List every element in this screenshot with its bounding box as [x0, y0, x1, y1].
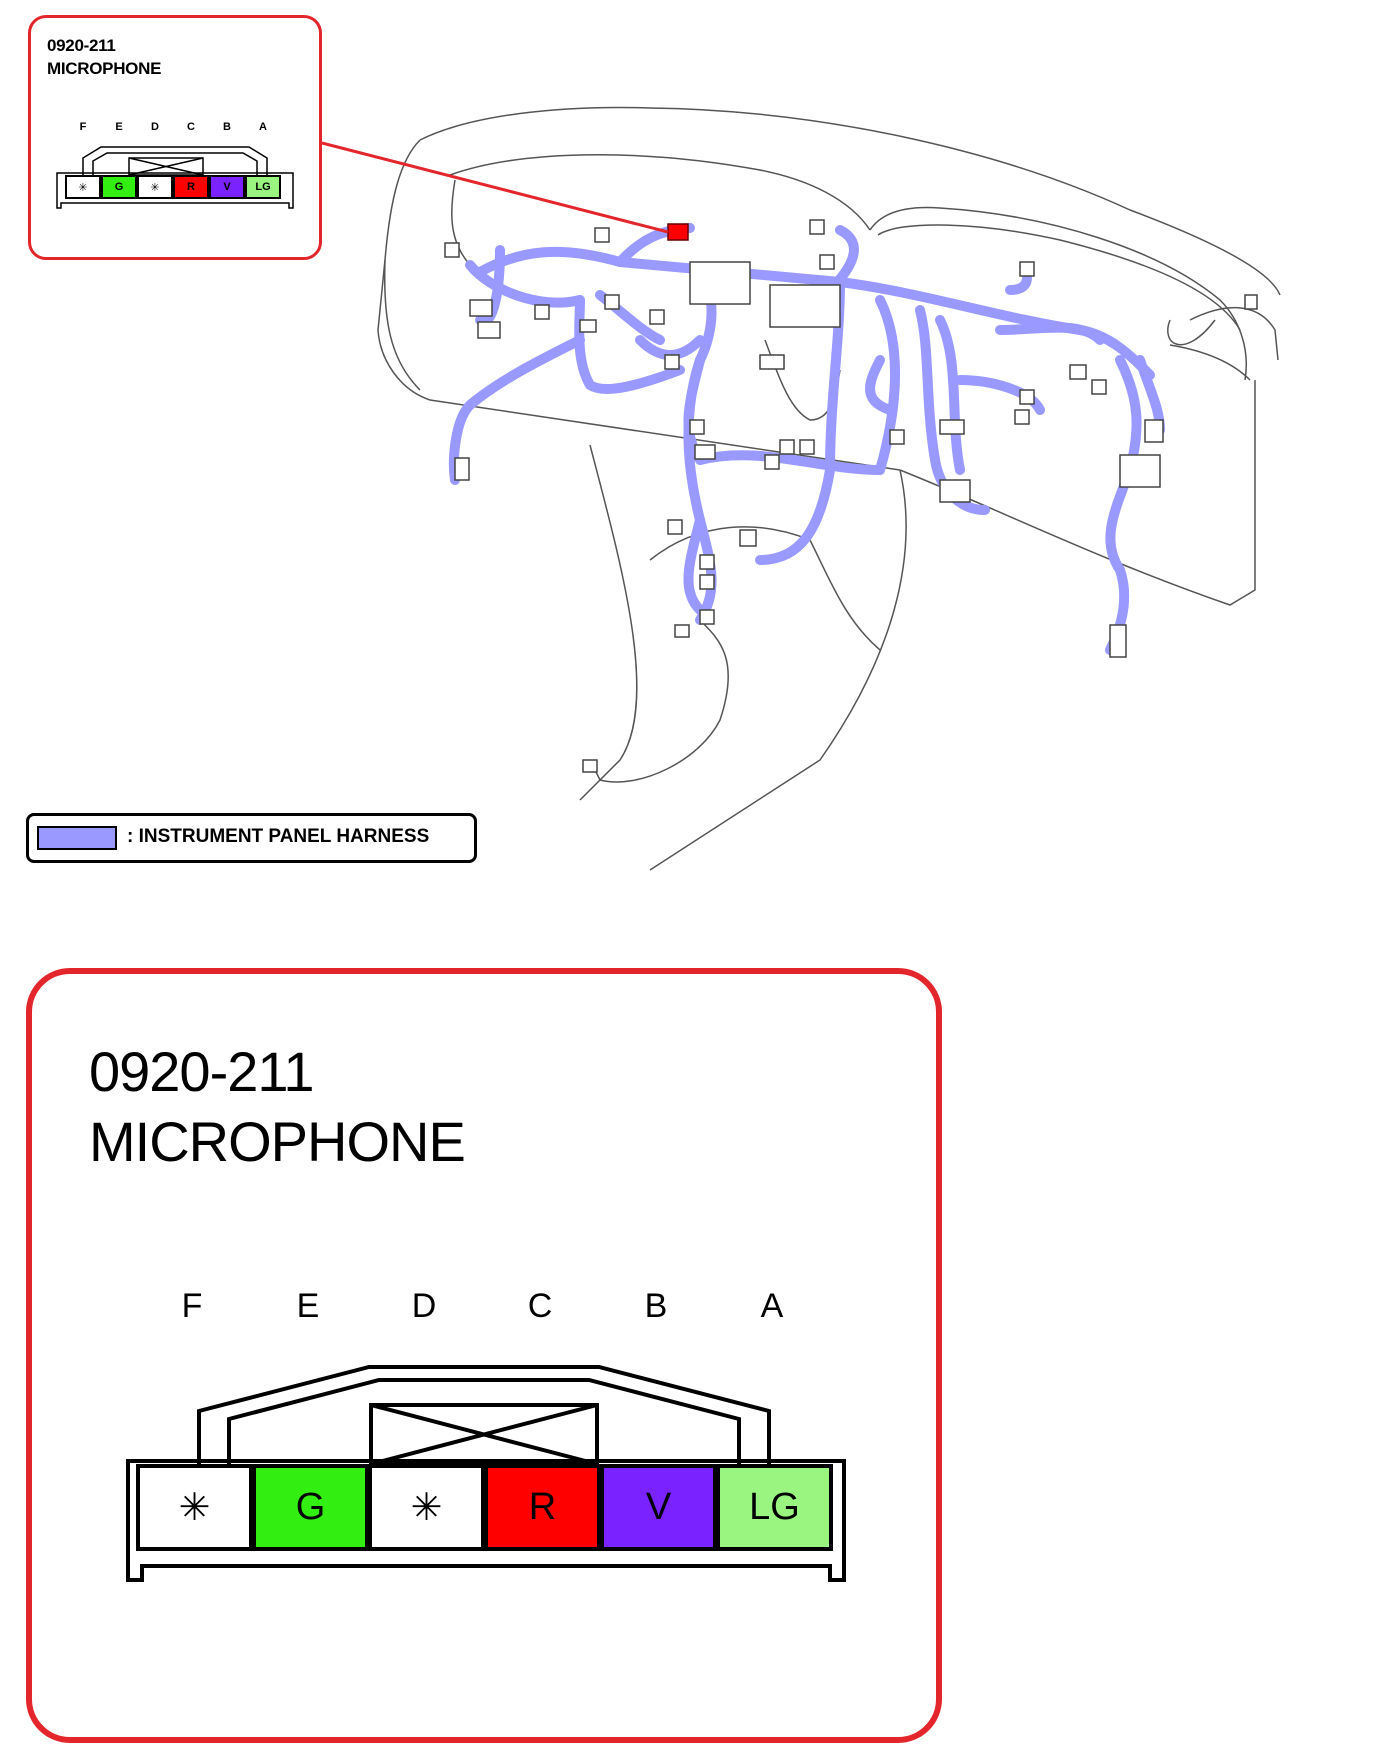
- pin-letter-c-large: C: [527, 1287, 553, 1325]
- pin-b-cell-large: V: [600, 1464, 717, 1551]
- connector-housing-small: [56, 146, 294, 209]
- legend-label: : INSTRUMENT PANEL HARNESS: [127, 826, 430, 847]
- pin-letter-d-large: D: [411, 1287, 437, 1325]
- callout-leader-line: [321, 141, 669, 234]
- pin-letter-f: F: [79, 121, 87, 133]
- pin-letter-b: B: [223, 121, 231, 133]
- connector-code: 0920-211: [47, 36, 116, 55]
- pin-d-cell-large: ✳: [368, 1464, 485, 1551]
- harness-connectors: [444, 219, 1258, 773]
- connector-callout-large: 0920-211 MICROPHONE F E D C B A ✳ G ✳ R …: [26, 968, 942, 1743]
- pin-letter-c: C: [187, 121, 195, 133]
- pin-f-cell: ✳: [65, 175, 101, 199]
- pin-f-cell-large: ✳: [136, 1464, 253, 1551]
- auxiliary-wiring: [589, 319, 1216, 783]
- connector-name: MICROPHONE: [47, 59, 162, 78]
- pin-letter-a-large: A: [760, 1287, 784, 1325]
- pin-e-cell: G: [101, 175, 137, 199]
- pin-b-cell: V: [209, 175, 245, 199]
- pin-letter-d: D: [151, 121, 159, 133]
- pin-letter-e-large: E: [296, 1287, 320, 1325]
- microphone-connector-location: [667, 223, 689, 241]
- connector-name-large: MICROPHONE: [89, 1110, 466, 1173]
- connector-housing-large: [126, 1365, 846, 1582]
- harness-color-swatch: [37, 826, 117, 850]
- pin-c-cell: R: [173, 175, 209, 199]
- pin-a-cell-large: LG: [716, 1464, 833, 1551]
- connector-callout-small: 0920-211 MICROPHONE F E D C B A ✳ G ✳ R …: [28, 15, 322, 260]
- harness-legend: : INSTRUMENT PANEL HARNESS: [26, 813, 477, 863]
- pin-letter-a: A: [259, 121, 267, 133]
- pin-letter-f-large: F: [181, 1287, 203, 1325]
- pin-d-cell: ✳: [137, 175, 173, 199]
- connector-code-large: 0920-211: [89, 1040, 315, 1103]
- pin-c-cell-large: R: [484, 1464, 601, 1551]
- pin-a-cell: LG: [245, 175, 281, 199]
- pin-letter-e: E: [115, 121, 123, 133]
- pin-e-cell-large: G: [252, 1464, 369, 1551]
- instrument-panel-illustration: [321, 106, 1281, 871]
- pin-letter-b-large: B: [644, 1287, 668, 1325]
